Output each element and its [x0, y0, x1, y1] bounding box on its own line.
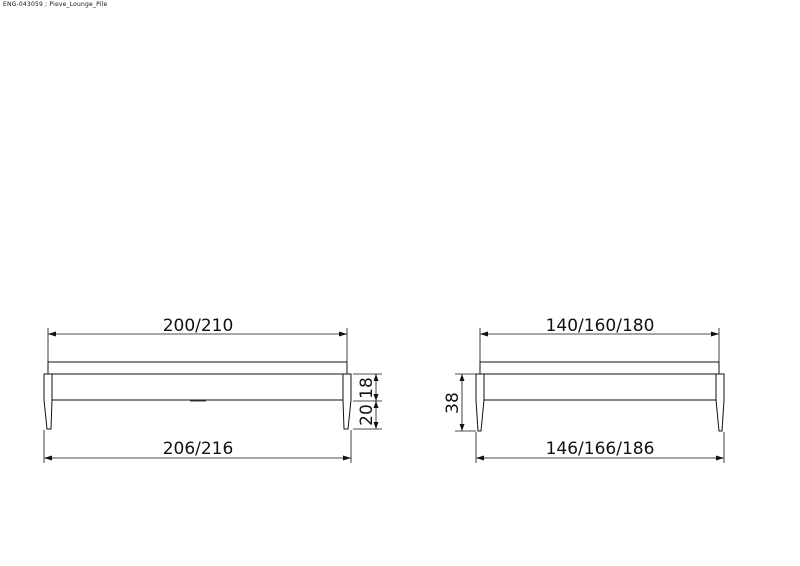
side-bed-outline [43, 361, 352, 430]
front-bed-outline [475, 361, 725, 432]
side-bottom-width-label: 206/216 [163, 439, 234, 459]
front-bottom-dimension: 146/166/186 [475, 432, 725, 463]
side-top-dimension: 200/210 [47, 316, 348, 362]
front-height-dimension: 38 [443, 373, 476, 432]
front-view: 140/160/180 146/166/186 [443, 316, 725, 463]
side-view: 200/210 206/216 [43, 316, 382, 463]
side-top-width-label: 200/210 [163, 316, 234, 336]
drawing-reference: ENG-043059 ; Pieve_Lounge_Pile [3, 1, 108, 8]
side-height-dimensions: 18 20 [353, 373, 382, 430]
front-height-label: 38 [443, 392, 463, 414]
side-height-lower-label: 20 [357, 404, 377, 426]
side-bottom-dimension: 206/216 [43, 430, 352, 463]
front-bottom-width-label: 146/166/186 [546, 439, 655, 459]
front-top-dimension: 140/160/180 [479, 316, 720, 362]
front-top-width-label: 140/160/180 [546, 316, 655, 336]
side-height-upper-label: 18 [357, 377, 377, 399]
